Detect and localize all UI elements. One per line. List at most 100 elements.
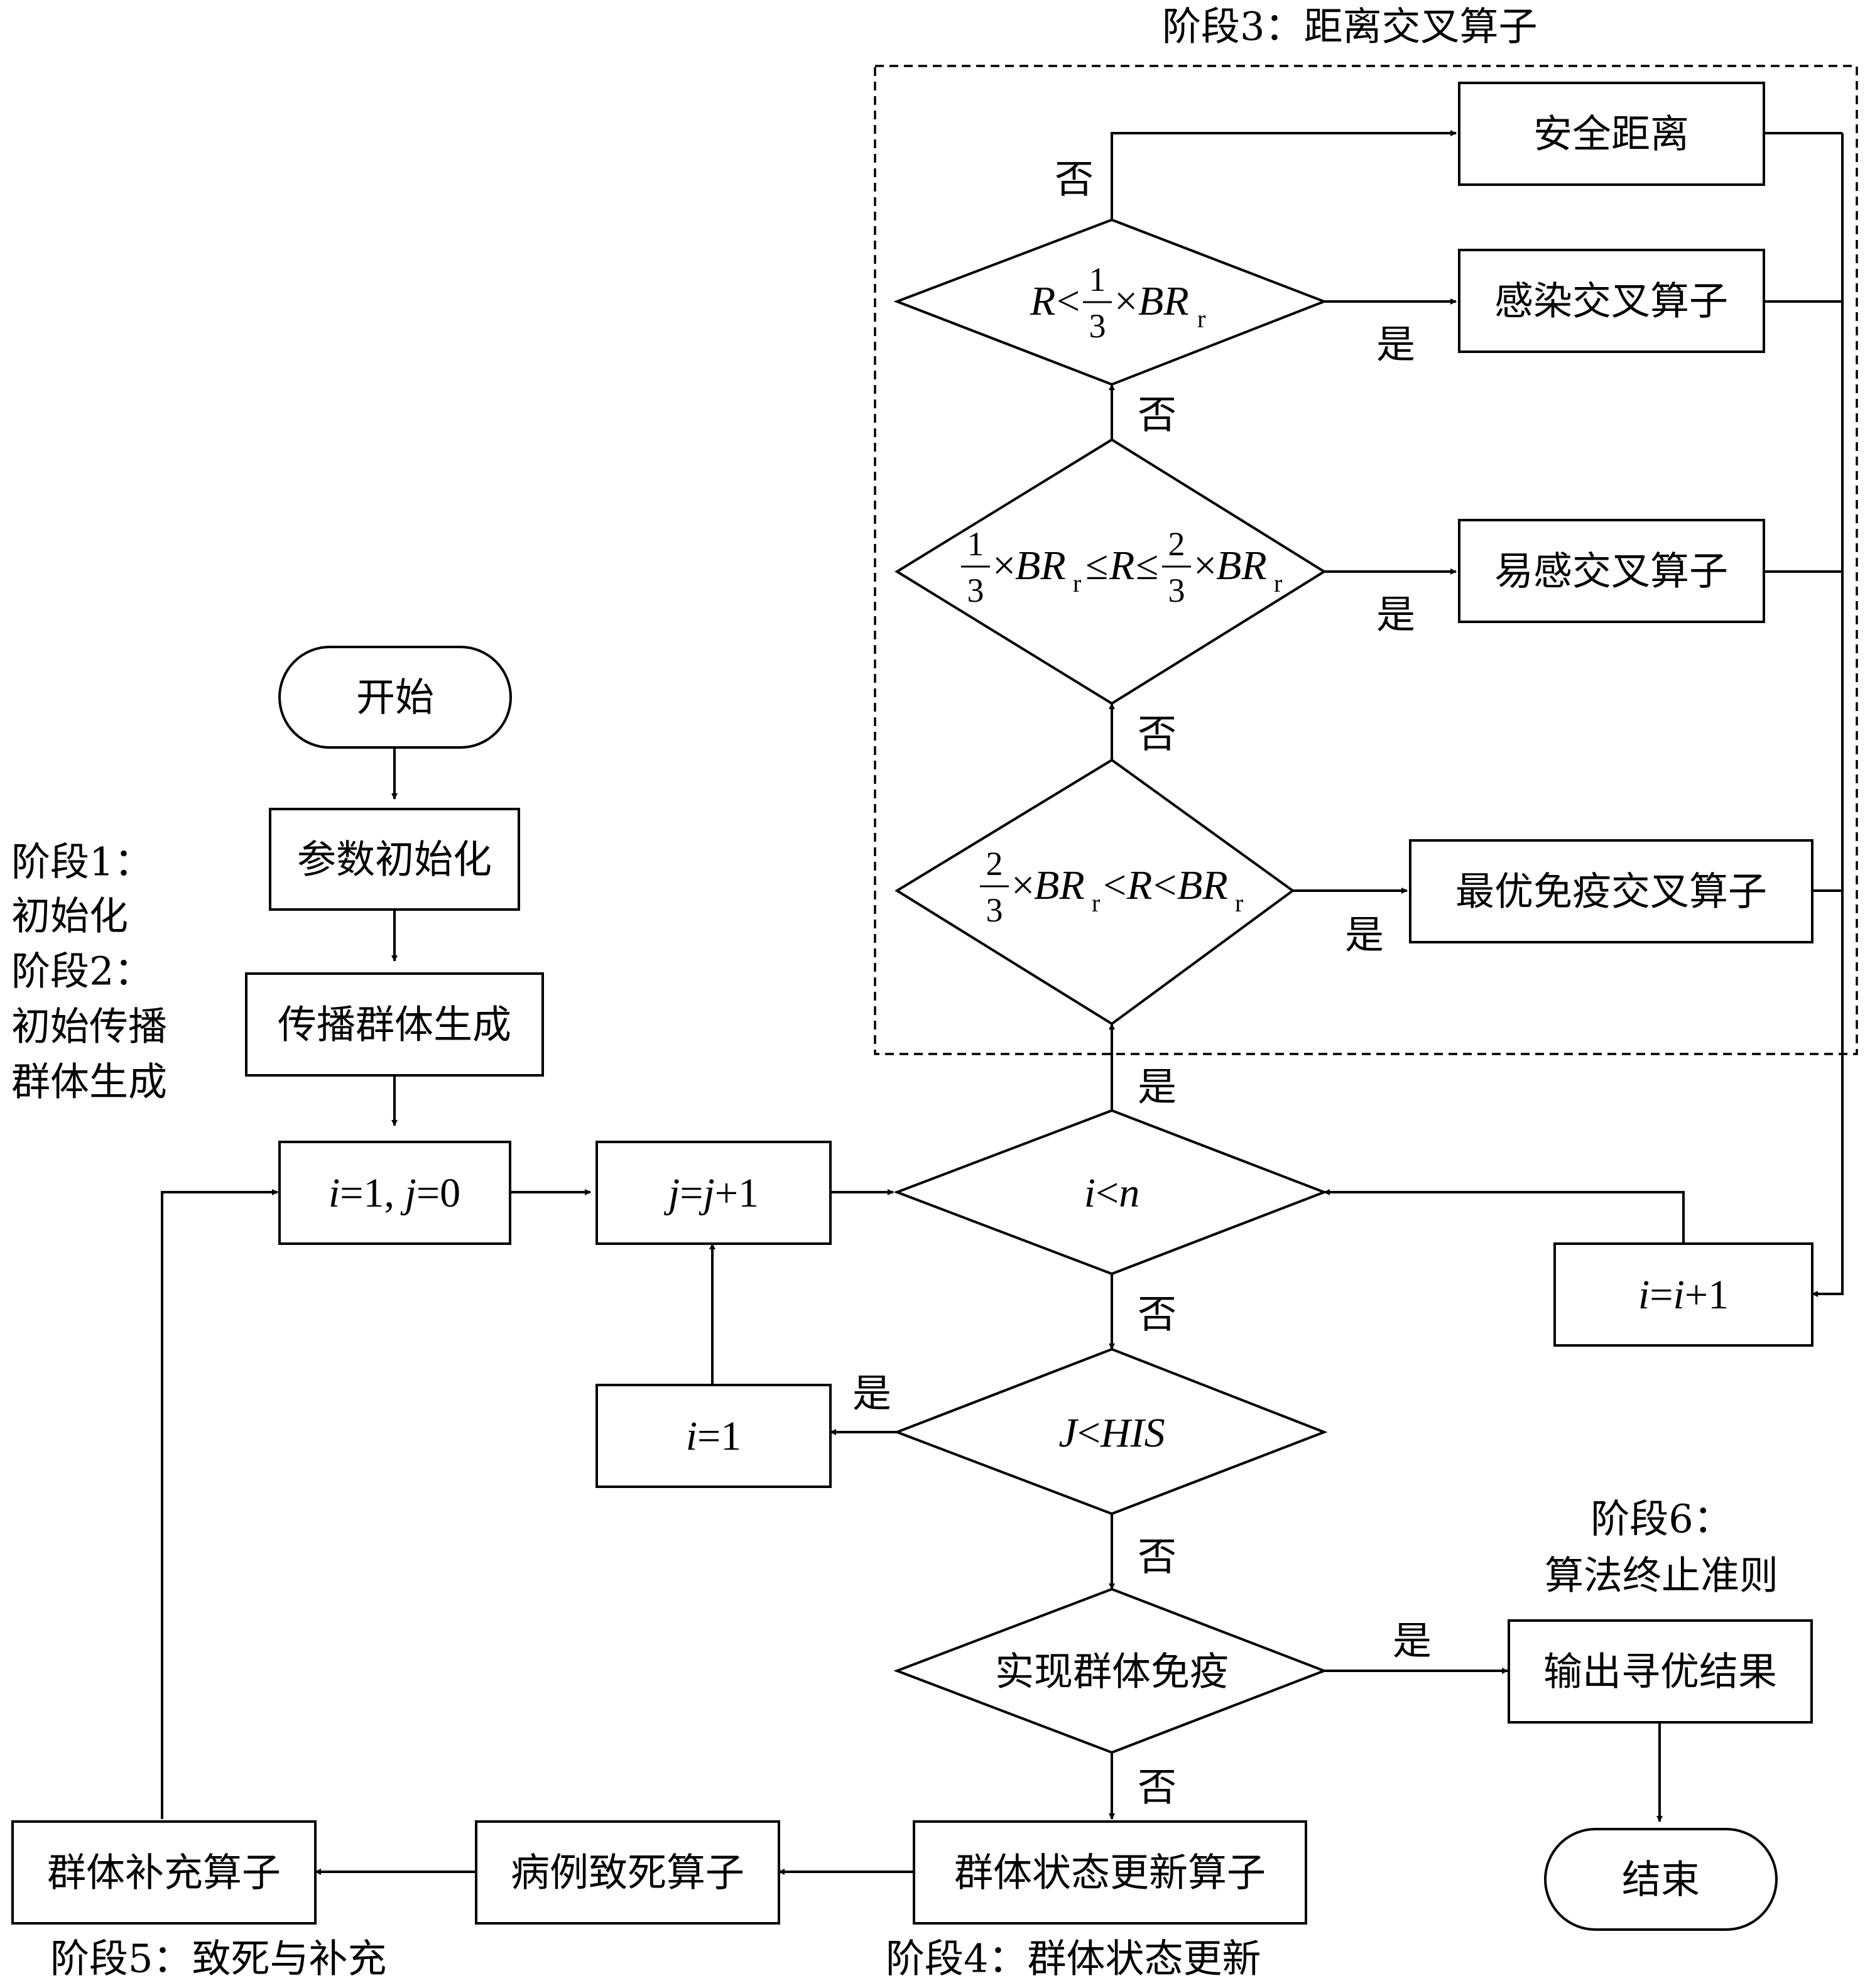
- init-ij-label: i=1, j=0: [329, 1170, 460, 1216]
- stage-captions: 阶段3：距离交叉算子 阶段1： 初始化 阶段2： 初始传播 群体生成 阶段6： …: [11, 4, 1778, 1982]
- label-no-his: 否: [1138, 1534, 1177, 1580]
- r2-times2: ×: [1193, 543, 1217, 589]
- start-terminal: 开始: [278, 646, 512, 749]
- cond-r-upper: 2 3 × BR r < R < BR r: [894, 758, 1295, 1026]
- i-inc-box: i=i+1: [1553, 1242, 1813, 1347]
- safe-distance-box: 安全距离: [1458, 82, 1765, 186]
- suscept-cross-box: 易感交叉算子: [1458, 519, 1765, 623]
- cond-r-lt-third: R < 1 3 × BR r: [893, 218, 1328, 386]
- label-no-r3: 否: [1138, 711, 1177, 757]
- suscept-cross-label: 易感交叉算子: [1494, 548, 1728, 594]
- r2-times1: ×: [992, 543, 1016, 589]
- connectors: [161, 130, 1844, 1875]
- infect-cross-label: 感染交叉算子: [1494, 278, 1728, 324]
- init-ij-box: i=1, j=0: [278, 1141, 511, 1245]
- label-no-r2: 否: [1138, 392, 1177, 438]
- r3-R: R: [1126, 862, 1152, 908]
- cond-herd-immunity-label: 实现群体免疫: [995, 1649, 1229, 1695]
- r1-den: 3: [1089, 307, 1106, 345]
- stage2-line3: 群体生成: [11, 1059, 167, 1105]
- r2-sub2: r: [1274, 569, 1282, 597]
- pop-gen-box: 传播群体生成: [245, 972, 544, 1077]
- i-inc-label: i=i+1: [1638, 1272, 1729, 1318]
- best-immune-cross-label: 最优免疫交叉算子: [1455, 869, 1767, 915]
- r3-BR1: BR: [1034, 862, 1085, 908]
- i-reset-box: i=1: [595, 1384, 832, 1488]
- case-death-label: 病例致死算子: [511, 1850, 744, 1896]
- pop-replenish-label: 群体补充算子: [47, 1850, 281, 1896]
- edge-iinc-cin: [1324, 1189, 1685, 1244]
- r1-times: ×: [1114, 278, 1138, 324]
- j-inc-label: j=j+1: [663, 1170, 759, 1216]
- r2-den2: 3: [1168, 572, 1185, 609]
- r2-BR1: BR: [1015, 543, 1066, 589]
- start-label: 开始: [356, 675, 434, 720]
- stage1-line2: 初始化: [11, 893, 128, 939]
- param-init-label: 参数初始化: [297, 837, 492, 883]
- stage2-line2: 初始传播: [11, 1004, 167, 1050]
- label-yes-r3: 是: [1345, 912, 1384, 958]
- r2-le1: ≤: [1085, 543, 1108, 589]
- label-no-immune: 否: [1138, 1764, 1177, 1810]
- state-update-box: 群体状态更新算子: [913, 1820, 1307, 1925]
- stage1-line1: 阶段1：: [11, 839, 153, 885]
- r1-lt: <: [1057, 278, 1080, 324]
- j-inc-box: j=j+1: [595, 1141, 832, 1245]
- output-box: 输出寻优结果: [1508, 1619, 1813, 1724]
- label-no-cin: 否: [1138, 1291, 1177, 1337]
- cond-j-lt-his-label: J<HIS: [1058, 1410, 1165, 1456]
- pop-replenish-box: 群体补充算子: [11, 1820, 317, 1925]
- r2-num2: 2: [1168, 525, 1185, 563]
- label-yes-r1: 是: [1376, 322, 1415, 367]
- stage3-caption: 阶段3：距离交叉算子: [1162, 4, 1537, 50]
- pop-gen-label: 传播群体生成: [278, 1002, 511, 1048]
- cond-j-lt-his: J<HIS: [893, 1347, 1328, 1516]
- r2-R: R: [1109, 543, 1134, 589]
- r3-times: ×: [1011, 862, 1035, 908]
- edge-bus-iinc: [1812, 133, 1844, 1297]
- output-label: 输出寻优结果: [1543, 1649, 1777, 1695]
- stage5-caption: 阶段5：致死与补充: [50, 1936, 386, 1982]
- r1-num: 1: [1089, 261, 1106, 298]
- label-yes-his: 是: [852, 1371, 891, 1416]
- stage3-frame: [874, 65, 1858, 1055]
- state-update-label: 群体状态更新算子: [954, 1850, 1266, 1896]
- label-yes-immune: 是: [1393, 1618, 1432, 1664]
- label-no-r1: 否: [1055, 156, 1094, 202]
- label-yes-r2: 是: [1376, 592, 1415, 638]
- best-immune-cross-box: 最优免疫交叉算子: [1409, 839, 1813, 943]
- r3-lt2: <: [1153, 862, 1177, 908]
- r1-R: R: [1030, 278, 1055, 324]
- r3-BR2: BR: [1177, 862, 1228, 908]
- end-terminal: 结束: [1544, 1828, 1778, 1931]
- r3-num: 2: [986, 845, 1003, 883]
- cond-herd-immunity: 实现群体免疫: [893, 1587, 1328, 1754]
- edge-r1-safe: [1111, 130, 1457, 220]
- r2-sub1: r: [1073, 569, 1081, 597]
- stage2-line1: 阶段2：: [11, 948, 153, 994]
- cond-i-lt-n-label: i<n: [1084, 1170, 1140, 1216]
- label-yes-cin: 是: [1138, 1064, 1177, 1110]
- param-init-box: 参数初始化: [269, 808, 520, 911]
- r1-sub: r: [1197, 305, 1205, 333]
- edge-labels: 否 是 否 是 否 是 是 否 是 否 是 否: [852, 156, 1432, 1810]
- r3-sub2: r: [1235, 889, 1243, 917]
- r3-lt1: <: [1103, 862, 1126, 908]
- case-death-box: 病例致死算子: [475, 1820, 780, 1925]
- edge-replenish-ij: [161, 1189, 278, 1819]
- cond-r-between: 1 3 × BR r ≤ R ≤ 2 3 × BR r: [894, 438, 1327, 705]
- stage6-line2: 算法终止准则: [1545, 1553, 1778, 1599]
- r2-le2: ≤: [1136, 543, 1158, 589]
- stage4-caption: 阶段4：群体状态更新: [886, 1936, 1261, 1982]
- r2-num1: 1: [967, 525, 984, 563]
- r3-den: 3: [986, 891, 1003, 929]
- r3-sub1: r: [1092, 889, 1100, 917]
- end-label: 结束: [1622, 1857, 1700, 1903]
- r2-BR2: BR: [1216, 543, 1267, 589]
- i-reset-label: i=1: [686, 1413, 742, 1459]
- stage6-line1: 阶段6：: [1590, 1496, 1732, 1542]
- infect-cross-box: 感染交叉算子: [1458, 249, 1765, 353]
- r1-BR: BR: [1138, 278, 1189, 324]
- safe-distance-label: 安全距离: [1533, 111, 1689, 157]
